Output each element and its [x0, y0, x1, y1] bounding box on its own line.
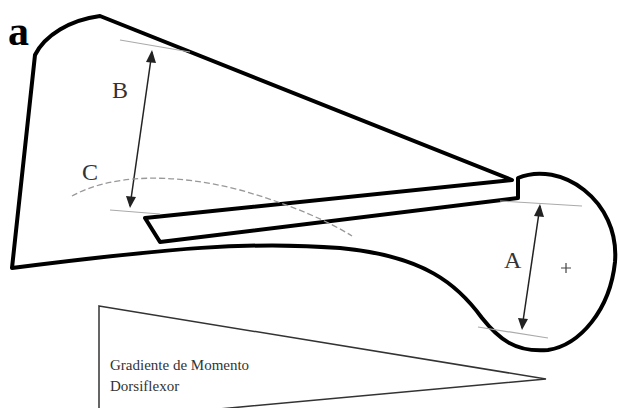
- wedge-caption: Gradiente de Momento Dorsiflexor: [110, 355, 260, 397]
- measure-label: A: [504, 248, 521, 272]
- arrowhead: [126, 196, 136, 208]
- panel-letter: a: [8, 10, 29, 52]
- dimension-line: [130, 52, 152, 206]
- measure-label: B: [112, 78, 128, 102]
- tick-line: [110, 210, 160, 214]
- arrowhead: [146, 50, 156, 63]
- bone-outline: [12, 16, 615, 350]
- dimension-line: [522, 206, 540, 328]
- curvature-line: [72, 178, 352, 236]
- tick-line: [478, 327, 548, 338]
- arrowhead: [534, 204, 544, 217]
- tick-line: [500, 201, 582, 206]
- gradient-wedge: Gradiente de Momento Dorsiflexor: [98, 305, 558, 408]
- center-mark: [561, 263, 571, 273]
- arrowhead: [518, 318, 528, 330]
- tick-line: [120, 40, 190, 52]
- measure-label: C: [82, 160, 98, 184]
